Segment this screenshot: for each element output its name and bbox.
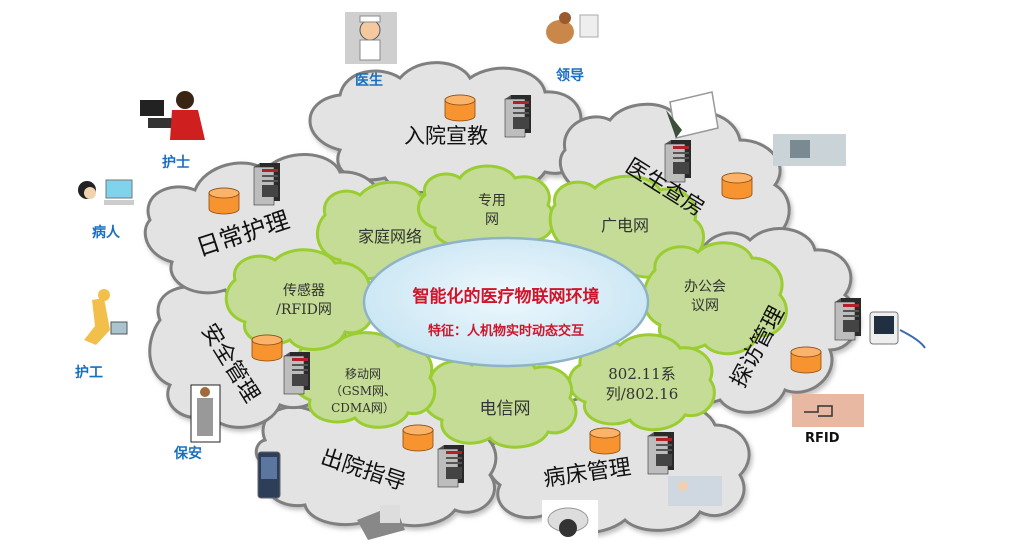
monitor-device-icon: [869, 311, 926, 349]
network-label-telecom: 电信网: [479, 399, 531, 419]
role-label-caregiver: 护工: [75, 365, 103, 381]
security-guard-icon: [190, 384, 221, 443]
phone-device-icon: [257, 451, 281, 499]
role-label-leader: 领导: [556, 68, 584, 84]
network-label-office: 办公会 议网: [684, 279, 726, 314]
card-reader-icon: [357, 505, 405, 540]
nurse-icon: [140, 91, 205, 140]
camera-icon: [542, 500, 598, 550]
network-label-wifi: 802.11系 列/802.16: [605, 365, 679, 404]
caregiver-icon: [84, 289, 128, 345]
network-label-dedicated: 专用 网: [478, 193, 506, 228]
rfid-label: RFID: [805, 431, 840, 446]
center-subtitle: 特征：人机物实时动态交互: [427, 324, 584, 339]
role-label-nurse: 护士: [162, 155, 190, 171]
doctor-icon: [345, 12, 397, 64]
leader-icon: [546, 12, 599, 44]
center-title: 智能化的医疗物联网环境: [412, 287, 600, 307]
network-label-mobile: 移动网 （GSM网、 CDMA网）: [329, 367, 397, 415]
tablet-device-icon: [666, 91, 719, 139]
cloud-office: [642, 241, 788, 356]
zone-label-admission: 入院宣教: [404, 124, 488, 148]
ward-photo-image: [668, 476, 722, 506]
patient-icon: [78, 179, 134, 205]
lab-equipment-image: [773, 134, 846, 166]
network-label-sensor: 传感器 /RFID网: [276, 283, 332, 318]
network-label-family: 家庭网络: [357, 227, 422, 246]
center-ellipse: [362, 236, 650, 368]
role-label-guard: 保安: [174, 446, 202, 462]
role-label-patient: 病人: [92, 225, 120, 241]
network-label-broadcast: 广电网: [600, 216, 649, 235]
rfid-tag-image: [792, 394, 864, 427]
cloud-wifi: [567, 333, 716, 432]
role-label-doctor: 医生: [355, 73, 383, 89]
